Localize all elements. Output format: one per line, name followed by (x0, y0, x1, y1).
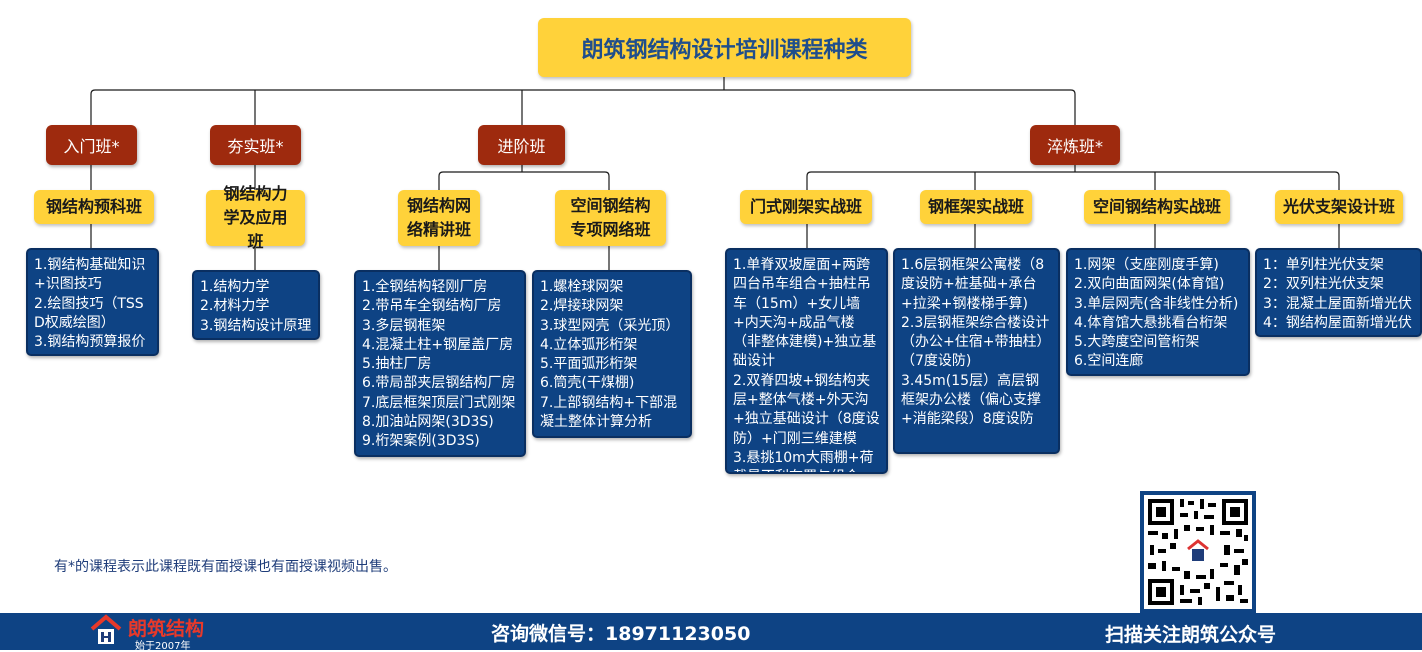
list-item: 5.大跨度空间管桁架 (1074, 334, 1200, 351)
list-item: 2.绘图技巧（TSSD权威绘图） (34, 295, 144, 331)
list-item: 2.双脊四坡+钢结构夹层+整体气楼+外天沟+独立基础设计（8度设防）+门刚三维建… (733, 372, 880, 447)
class-spatial-practice: 空间钢结构实战班 (1084, 190, 1230, 224)
level-solid: 夯实班* (210, 125, 301, 165)
footnote: 有*的课程表示此课程既有面授课也有面授课视频出售。 (54, 559, 397, 575)
class-pv-support: 光伏支架设计班 (1275, 190, 1403, 224)
brand-since: 始于2007年 (135, 641, 191, 652)
house-logo-icon (90, 614, 122, 644)
list-item: 3.球型网壳（采光顶） (540, 317, 680, 334)
course-list-prep: 1.钢结构基础知识+识图技巧 2.绘图技巧（TSSD权威绘图） 3.钢结构预算报… (26, 248, 159, 356)
footer-bar (0, 613, 1422, 650)
list-item: 1.钢结构基础知识+识图技巧 (34, 257, 146, 293)
list-item: 3：混凝土屋面新增光伏 (1263, 295, 1412, 312)
list-item: 4.混凝土柱+钢屋盖厂房 (362, 336, 514, 353)
class-mechanics: 钢结构力学及应用班 (206, 184, 305, 251)
wechat-contact: 咨询微信号：18971123050 (491, 623, 751, 645)
list-item: 2.双向曲面网架(体育馆) (1074, 276, 1225, 293)
level-entry: 入门班* (46, 125, 137, 165)
list-item: 7.底层框架顶层门式刚架 (362, 394, 516, 411)
class-steel-prep: 钢结构预科班 (34, 190, 154, 224)
course-list-pv: 1：单列柱光伏支架 2：双列柱光伏支架 3：混凝土屋面新增光伏 4：钢结构屋面新… (1255, 248, 1422, 337)
list-item: 1.单脊双坡屋面+两跨四台吊车组合+抽柱吊车（15m）+女儿墙+内天沟+成品气楼… (733, 257, 877, 370)
list-item: 3.45m(15层）高层钢框架办公楼（偏心支撑+消能梁段）8度设防 (901, 372, 1041, 428)
course-list-steel-frame: 1.6层钢框架公寓楼（8度设防+桩基础+承台+拉梁+钢楼梯手算) 2.3层钢框架… (893, 248, 1060, 454)
list-item: 4：钢结构屋面新增光伏 (1263, 314, 1412, 331)
list-item: 7.上部钢结构+下部混凝土整体计算分析 (540, 394, 678, 431)
brand-logo (90, 614, 122, 648)
qr-code-frame (1140, 491, 1256, 613)
list-item: 1：单列柱光伏支架 (1263, 257, 1384, 273)
brand-name: 朗筑结构 (128, 618, 205, 640)
list-item: 5.抽柱厂房 (362, 356, 432, 373)
list-item: 1.全钢结构轻刚厂房 (362, 279, 488, 295)
list-item: 9.桁架案例(3D3S) (362, 433, 480, 450)
level-refine: 淬炼班* (1030, 125, 1120, 165)
list-item: 2：双列柱光伏支架 (1263, 276, 1384, 293)
list-item: 3.悬挑10m大雨棚+荷载最不利布置与组合 (733, 449, 874, 472)
list-item: 3.钢结构预算报价 (34, 334, 146, 351)
list-item: 1.6层钢框架公寓楼（8度设防+桩基础+承台+拉梁+钢楼梯手算) (901, 257, 1045, 312)
list-item: 1.网架（支座刚度手算) (1074, 257, 1219, 273)
list-item: 3.单层网壳(含非线性分析) (1074, 295, 1239, 312)
course-list-portal-frame: 1.单脊双坡屋面+两跨四台吊车组合+抽柱吊车（15m）+女儿墙+内天沟+成品气楼… (725, 248, 888, 474)
qr-code-icon (1144, 495, 1252, 609)
diagram-title: 朗筑钢结构设计培训课程种类 (538, 18, 911, 77)
class-spatial-special: 空间钢结构专项网络班 (555, 190, 666, 246)
list-item: 6.空间连廊 (1074, 353, 1144, 370)
list-item: 2.3层钢框架综合楼设计（办公+住宿+带抽柱）（7度设防) (901, 314, 1051, 370)
course-list-mechanics: 1.结构力学 2.材料力学 3.钢结构设计原理 (192, 270, 320, 340)
class-steel-frame: 钢框架实战班 (920, 190, 1032, 224)
level-advanced: 进阶班 (478, 125, 565, 165)
course-list-network: 1.全钢结构轻刚厂房 2.带吊车全钢结构厂房 3.多层钢框架 4.混凝土柱+钢屋… (354, 270, 526, 457)
list-item: 5.平面弧形桁架 (540, 356, 638, 373)
list-item: 8.加油站网架(3D3S) (362, 414, 494, 431)
list-item: 3.钢结构设计原理 (200, 317, 312, 334)
course-list-spatial-practice: 1.网架（支座刚度手算) 2.双向曲面网架(体育馆) 3.单层网壳(含非线性分析… (1066, 248, 1250, 376)
scan-follow-text: 扫描关注朗筑公众号 (1105, 624, 1277, 646)
list-item: 6.筒壳(干煤棚) (540, 375, 635, 392)
list-item: 4.立体弧形桁架 (540, 336, 638, 353)
list-item: 2.材料力学 (200, 298, 270, 315)
list-item: 2.带吊车全钢结构厂房 (362, 298, 502, 315)
list-item: 4.体育馆大悬挑看台桁架 (1074, 314, 1228, 331)
class-portal-frame: 门式刚架实战班 (740, 190, 872, 224)
list-item: 6.带局部夹层钢结构厂房 (362, 375, 516, 392)
list-item: 2.焊接球网架 (540, 298, 624, 315)
course-list-spatial-special: 1.螺栓球网架 2.焊接球网架 3.球型网壳（采光顶） 4.立体弧形桁架 5.平… (532, 270, 692, 438)
list-item: 1.螺栓球网架 (540, 279, 624, 295)
class-network-lecture: 钢结构网络精讲班 (398, 190, 480, 246)
list-item: 1.结构力学 (200, 279, 270, 295)
list-item: 3.多层钢框架 (362, 317, 446, 334)
